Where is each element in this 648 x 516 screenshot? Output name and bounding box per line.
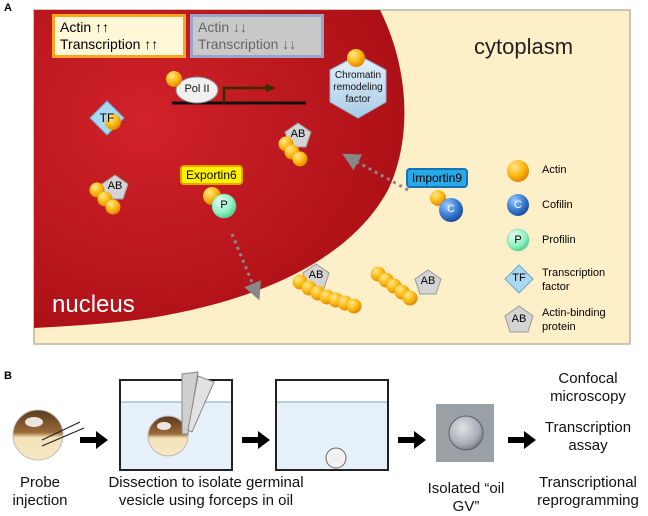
importin-label: Importin9 [406, 168, 469, 188]
pol2-shape [175, 76, 219, 104]
isolated-line2: GV” [452, 498, 480, 515]
out1-line2: microscopy [550, 388, 626, 405]
panel-a-label: A [4, 2, 12, 14]
legend-ab-glyph: AB [511, 313, 527, 325]
exportin-label: Exportin6 [180, 165, 243, 185]
legend-profilin-label: Profilin [542, 234, 576, 246]
legend-tf-line1: Transcription [542, 267, 606, 279]
legend-profilin-symbol [506, 228, 530, 252]
chromatin-line1: Chromatin [334, 70, 382, 81]
panel-b-diagram [12, 371, 536, 471]
dissection-line2: vesicle using forceps in oil [118, 492, 294, 509]
outcome-confocal: Confocal microscopy [530, 370, 646, 406]
chromatin-label: Chromatin remodeling factor [326, 70, 390, 106]
arrow-4 [508, 431, 536, 449]
isolated-gv-label: Isolated “oil GV” [408, 480, 524, 516]
legend-tf-line2: factor [542, 281, 570, 293]
legend-cofilin-symbol [507, 194, 529, 216]
tf-actin [105, 114, 121, 130]
tf-label: TF [99, 111, 115, 125]
ab-label-left: AB [107, 180, 123, 192]
injection-needle-2 [41, 427, 85, 447]
chromatin-line2: remodeling [333, 82, 383, 93]
oil-dish-1 [119, 379, 233, 471]
ab-label-filament2: AB [420, 275, 436, 287]
isolated-line1: Isolated “oil [427, 480, 505, 497]
decrease-line2: Transcription ↓↓ [198, 36, 297, 52]
legend-tf-label: Transcription factor [542, 266, 605, 294]
ab-filament-2 [414, 269, 442, 295]
arrow-3 [398, 431, 426, 449]
increase-line2: Transcription ↑↑ [60, 36, 159, 52]
legend-actin-symbol [507, 160, 529, 182]
oocyte-probe [12, 409, 64, 461]
out2-line1: Transcription [544, 419, 632, 436]
transcription-start-arrow [222, 86, 268, 103]
cytoplasm-label: cytoplasm [474, 34, 574, 59]
out2-line2: assay [568, 437, 608, 454]
germinal-vesicle [325, 447, 347, 469]
legend-tf-glyph: TF [512, 272, 526, 284]
legend-c-glyph: C [514, 199, 522, 211]
legend-ab-symbol [504, 305, 534, 333]
dissection-label: Dissection to isolate germinal vesicle u… [88, 474, 324, 510]
legend-ab-line2: protein [542, 321, 576, 333]
outcome-transcription: Transcription assay [530, 419, 646, 455]
ab-label-upper: AB [290, 128, 306, 140]
probe-line2: injection [12, 492, 68, 509]
ab-label-filament1: AB [308, 269, 324, 281]
oil-dish-2 [275, 379, 389, 471]
nucleus-label: nucleus [52, 291, 135, 318]
increase-box: Actin ↑↑ Transcription ↑↑ [52, 14, 186, 58]
outcome-reprogramming: Transcriptional reprogramming [530, 474, 646, 510]
legend-ab-line1: Actin-binding [542, 307, 606, 319]
out1-line1: Confocal [558, 370, 618, 387]
oil-gv [448, 415, 484, 451]
panel-b-label: B [4, 370, 12, 382]
probe-injection-label: Probe injection [0, 474, 80, 510]
increase-line1: Actin ↑↑ [60, 19, 110, 35]
importin-c-label: C [447, 203, 455, 215]
importin-cofilin [439, 198, 463, 222]
decrease-line1: Actin ↓↓ [198, 19, 248, 35]
arrow-2 [242, 431, 270, 449]
injection-needle-1 [41, 421, 81, 441]
exportin-profilin [211, 193, 237, 219]
out3-line1: Transcriptional [539, 474, 637, 491]
exportin-p-label: P [220, 199, 228, 211]
forceps-2 [187, 375, 215, 433]
legend-cofilin-label: Cofilin [542, 199, 573, 211]
chromatin-actin [347, 49, 365, 67]
decrease-box: Actin ↓↓ Transcription ↓↓ [190, 14, 324, 58]
forceps-1 [181, 371, 199, 435]
out3-line2: reprogramming [537, 492, 639, 509]
legend-tf-symbol [504, 264, 534, 294]
pol2-actin [166, 71, 182, 87]
legend-p-glyph: P [514, 234, 522, 246]
chromatin-line3: factor [345, 94, 371, 105]
legend-ab-label: Actin-binding protein [542, 306, 606, 334]
pol2-label: Pol II [184, 83, 210, 95]
importin-actin [430, 190, 446, 206]
dissection-line1: Dissection to isolate germinal [108, 474, 304, 491]
probe-line1: Probe [19, 474, 61, 491]
arrow-1 [80, 431, 108, 449]
legend-actin-label: Actin [542, 164, 567, 176]
